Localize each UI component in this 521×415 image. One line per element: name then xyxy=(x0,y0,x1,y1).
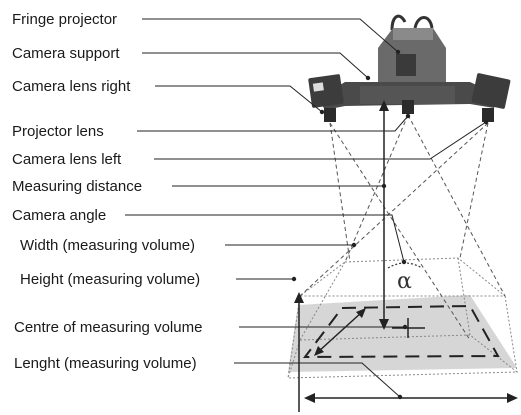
label-height: Height (measuring volume) xyxy=(20,271,200,288)
label-camera-angle: Camera angle xyxy=(12,207,106,224)
ray-left-camera-right xyxy=(459,122,489,259)
cable xyxy=(390,14,407,31)
length-arrow xyxy=(304,393,518,403)
measuring-volume xyxy=(287,257,519,379)
camera-right-label xyxy=(312,82,324,92)
ray-left-camera-left xyxy=(299,122,489,297)
label-fringe-projector: Fringe projector xyxy=(12,11,117,28)
label-measuring-distance: Measuring distance xyxy=(12,178,142,195)
camera-right-body xyxy=(308,74,344,108)
leader-dots xyxy=(291,49,489,400)
label-camera-support: Camera support xyxy=(12,45,120,62)
camera-angle-marker: α xyxy=(387,262,423,294)
leader-camera-lens-left xyxy=(154,121,487,160)
projector-vent xyxy=(396,54,416,76)
leader-lines xyxy=(125,18,487,398)
volume-edge xyxy=(287,295,301,379)
camera-lens-right xyxy=(324,108,336,122)
ray-right-camera-left xyxy=(329,122,351,263)
labels: Fringe projector Camera support Camera l… xyxy=(12,11,202,372)
camera-support-body xyxy=(360,86,455,104)
projector-lens xyxy=(402,100,414,114)
leader-fringe-projector xyxy=(142,18,399,53)
height-arrow xyxy=(294,292,304,412)
projector-housing-top xyxy=(393,28,433,40)
fringe-projector-device xyxy=(308,14,511,122)
ray-projector-left xyxy=(344,114,409,263)
camera-left-body xyxy=(471,73,511,109)
leader-camera-support xyxy=(142,52,369,79)
label-camera-lens-right: Camera lens right xyxy=(12,78,131,95)
volume-edge xyxy=(299,261,346,341)
volume-edge xyxy=(504,295,518,373)
leader-camera-lens-right xyxy=(155,85,323,113)
label-centre: Centre of measuring volume xyxy=(14,319,202,336)
label-width: Width (measuring volume) xyxy=(20,237,195,254)
label-camera-lens-left: Camera lens left xyxy=(12,151,122,168)
label-projector-lens: Projector lens xyxy=(12,123,104,140)
angle-symbol: α xyxy=(397,269,412,294)
volume-edge xyxy=(457,257,471,336)
cable xyxy=(413,16,434,29)
ray-projector-right xyxy=(407,114,506,297)
measuring-field-rectangle xyxy=(302,304,500,359)
leader-camera-angle xyxy=(125,214,405,263)
floor-plane xyxy=(288,295,517,372)
leader-projector-lens xyxy=(137,115,409,132)
leader-length xyxy=(234,362,401,398)
camera-lens-left xyxy=(482,108,494,122)
width-arrow xyxy=(314,308,366,356)
label-length: Lenght (measuring volume) xyxy=(14,355,197,372)
